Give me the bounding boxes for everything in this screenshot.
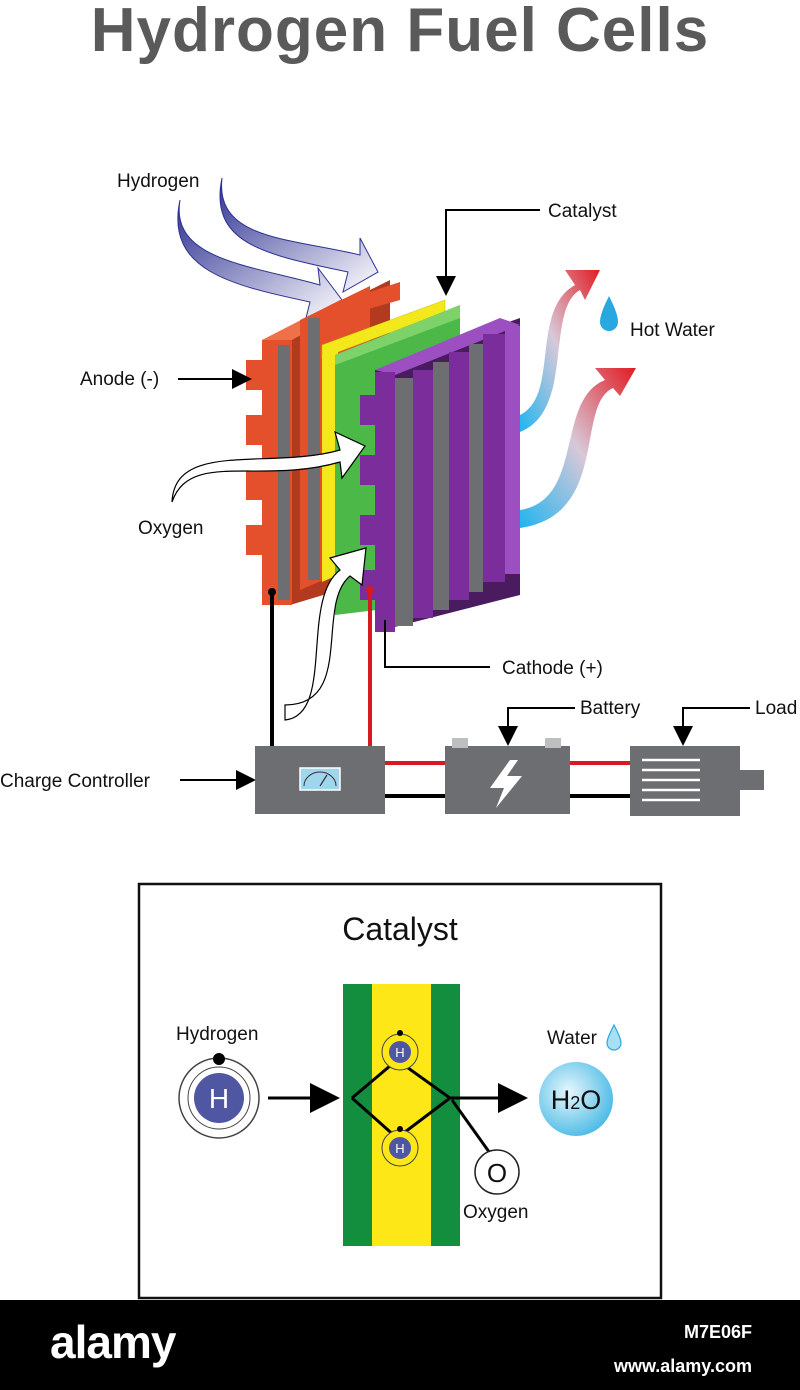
- page-title: Hydrogen Fuel Cells: [90, 0, 710, 65]
- site-url: www.alamy.com: [613, 1356, 752, 1376]
- label-battery: Battery: [580, 698, 641, 719]
- inset-oxygen-label: Oxygen: [463, 1202, 528, 1223]
- o-symbol: O: [487, 1158, 507, 1188]
- battery: [445, 738, 570, 814]
- svg-text:H2O: H2O: [551, 1085, 602, 1115]
- lightning-icon: [490, 760, 522, 808]
- fuel-cell-diagram: Hydrogen Catalyst Hot Water Anode (-) Ox…: [0, 171, 797, 1300]
- leader-lines: [178, 209, 750, 790]
- oxygen-atom: O: [474, 1149, 520, 1195]
- svg-text:H: H: [395, 1045, 404, 1060]
- label-hydrogen: Hydrogen: [117, 171, 199, 192]
- inset-hydrogen-label: Hydrogen: [176, 1024, 258, 1045]
- label-cathode: Cathode (+): [502, 658, 603, 679]
- label-catalyst: Catalyst: [548, 201, 617, 222]
- circuit-wires: [268, 586, 630, 798]
- footer-bar: alamy M7E06F www.alamy.com: [0, 1300, 800, 1390]
- hydrogen-atom: H: [178, 1053, 260, 1139]
- svg-text:H: H: [395, 1141, 404, 1156]
- water-drop-icon: [600, 296, 618, 331]
- image-id: M7E06F: [683, 1322, 752, 1342]
- inset-water-label: Water: [547, 1028, 598, 1049]
- water-molecule: H2O: [539, 1062, 613, 1136]
- label-load: Load: [755, 698, 797, 719]
- load-motor: [630, 746, 764, 816]
- brand-logo: alamy: [50, 1316, 176, 1368]
- label-charge-controller: Charge Controller: [0, 771, 151, 792]
- water-drop-icon: [606, 1023, 622, 1051]
- catalyst-inset: Catalyst Hydrogen H: [137, 882, 663, 1300]
- label-anode: Anode (-): [80, 369, 159, 390]
- inset-title: Catalyst: [342, 911, 458, 947]
- charge-controller: [255, 746, 385, 814]
- hot-water-outflow-arrow: [520, 270, 636, 528]
- oxygen-inflow-arrow: [171, 430, 367, 721]
- label-hot-water: Hot Water: [630, 320, 715, 341]
- h-symbol: H: [209, 1083, 229, 1114]
- membrane-h-atom: H: [381, 1126, 419, 1167]
- label-oxygen: Oxygen: [138, 518, 203, 539]
- cathode-plate: [360, 318, 520, 632]
- membrane-h-atom: H: [381, 1030, 419, 1071]
